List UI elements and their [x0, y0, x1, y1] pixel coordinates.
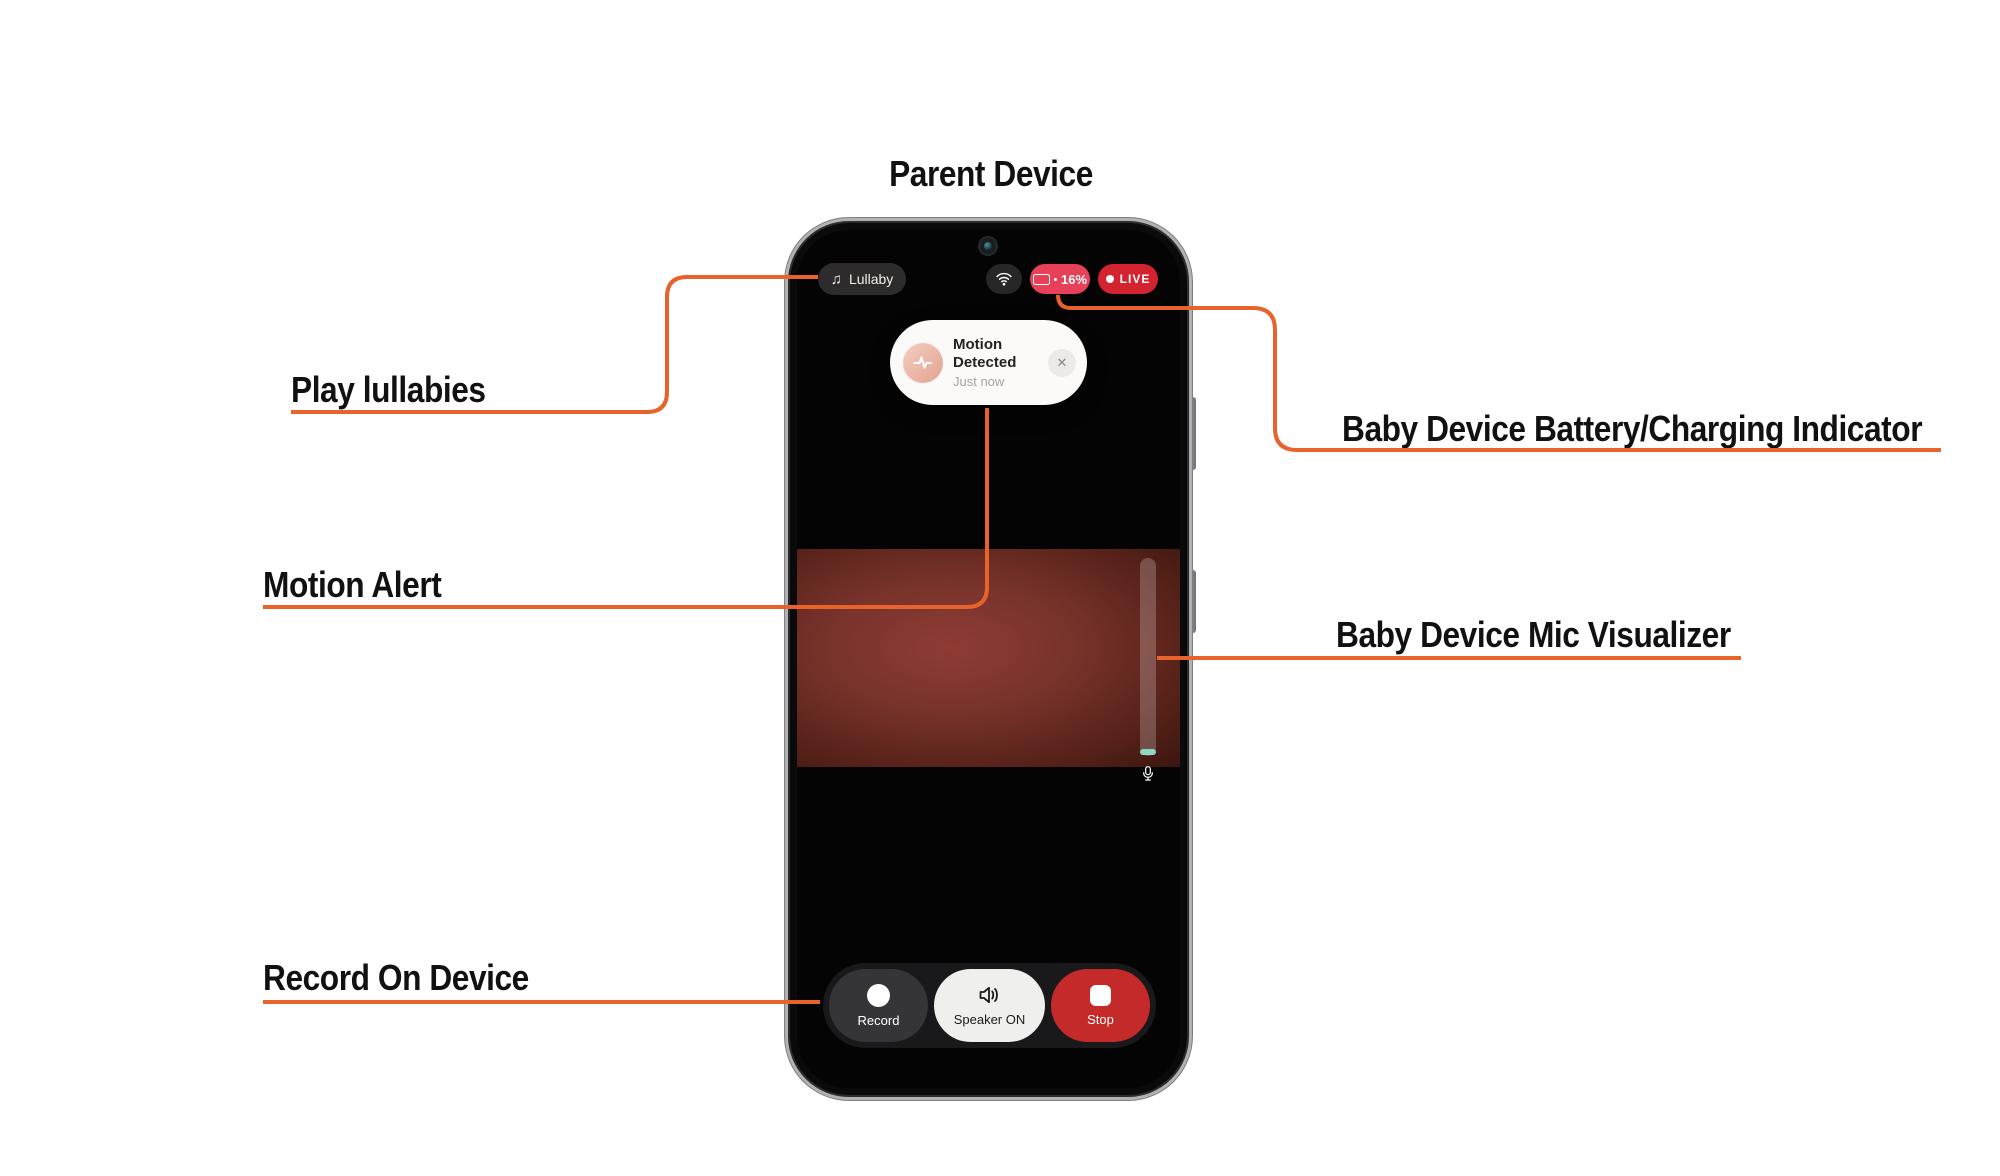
stop-square-icon: [1089, 984, 1111, 1006]
notification-title: Motion Detected: [953, 336, 1017, 371]
phone-screen: ♫ Lullaby 1: [797, 230, 1180, 1088]
diagram-title: Parent Device: [889, 153, 1093, 194]
phone-frame: ♫ Lullaby 1: [785, 218, 1192, 1100]
annotation-battery-indicator: Baby Device Battery/Charging Indicator: [1342, 408, 1923, 449]
live-badge: LIVE: [1098, 264, 1158, 294]
notification-time: Just now: [953, 373, 1005, 389]
record-button[interactable]: Record: [829, 969, 929, 1042]
mic-level-indicator: [1140, 749, 1156, 755]
record-circle-icon: [867, 983, 891, 1007]
speaker-label: Speaker ON: [953, 1012, 1026, 1027]
battery-charging-indicator: 16%: [1030, 264, 1090, 294]
annotation-record-on-device: Record On Device: [263, 957, 529, 998]
call-controls-bar: Record Speaker ON Stop: [823, 963, 1156, 1048]
wifi-icon: [996, 272, 1012, 286]
mic-visualizer-bar: [1140, 558, 1156, 756]
stop-button[interactable]: Stop: [1050, 969, 1150, 1042]
lullaby-label: Lullaby: [848, 271, 894, 287]
power-button: [1190, 570, 1196, 633]
notification-close-button[interactable]: ✕: [1048, 348, 1076, 377]
battery-icon: [1032, 273, 1050, 285]
live-dot-icon: [1105, 275, 1114, 283]
annotation-play-lullabies: Play lullabies: [291, 369, 486, 410]
motion-alert-notification[interactable]: Motion Detected Just now ✕: [890, 320, 1087, 405]
live-label: LIVE: [1119, 272, 1151, 286]
annotation-motion-alert: Motion Alert: [263, 564, 442, 605]
battery-percent: 16%: [1060, 271, 1088, 287]
video-feed: [797, 549, 1180, 767]
front-camera-icon: [978, 236, 998, 256]
motion-waveform-icon: [903, 342, 943, 383]
stop-label: Stop: [1087, 1011, 1114, 1027]
wifi-status-pill: [986, 264, 1022, 294]
speaker-toggle-button[interactable]: Speaker ON: [934, 969, 1045, 1042]
lullaby-button[interactable]: ♫ Lullaby: [818, 263, 906, 295]
record-label: Record: [857, 1012, 900, 1028]
microphone-icon: [1143, 766, 1153, 781]
speaker-icon: [980, 986, 999, 1004]
charging-dot-icon: [1053, 277, 1057, 281]
close-icon: ✕: [1056, 354, 1068, 370]
music-note-icon: ♫: [830, 270, 842, 288]
annotation-mic-visualizer: Baby Device Mic Visualizer: [1336, 614, 1731, 655]
